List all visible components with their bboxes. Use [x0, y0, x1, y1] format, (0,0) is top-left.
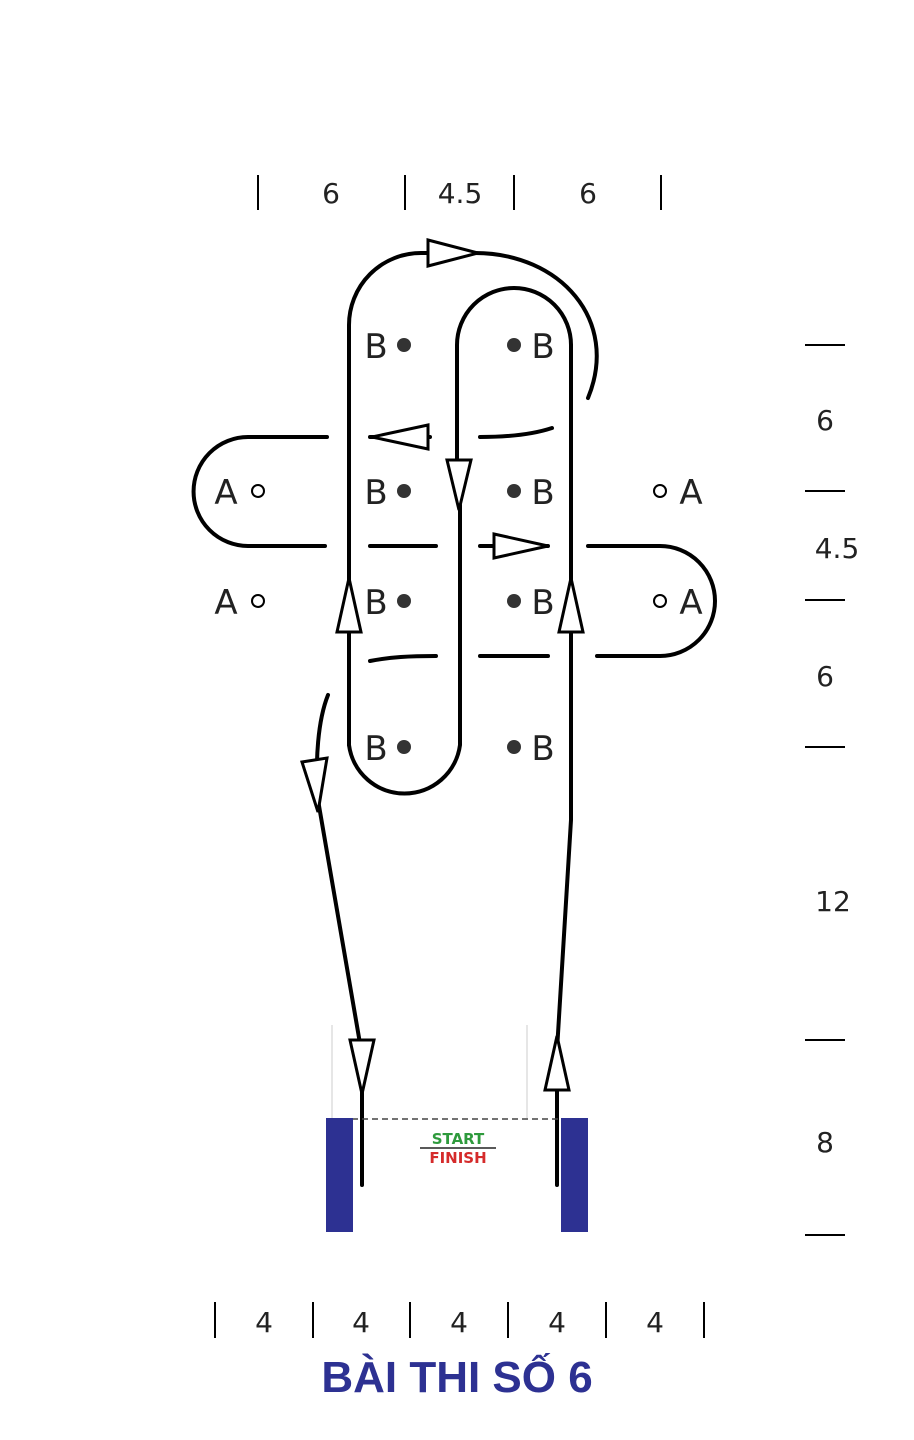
bottom-dim-1: 4: [255, 1306, 273, 1339]
hollow-circle-icon: [251, 484, 265, 498]
bottom-dimension-ticks: [214, 1302, 705, 1338]
b-label-left-4: B: [364, 729, 387, 769]
filled-dot-icon: [507, 594, 521, 608]
start-label: START: [432, 1130, 485, 1148]
bottom-dim-4: 4: [548, 1306, 566, 1339]
a-label-left-2: A: [214, 583, 237, 623]
a-cones: [251, 484, 667, 608]
right-dim-2: 4.5: [815, 532, 860, 565]
a-label-left-1: A: [214, 473, 237, 513]
arrow-down-finish-icon: [348, 1038, 376, 1095]
b-label-right-2: B: [531, 473, 554, 513]
top-dim-3: 6: [579, 177, 597, 210]
arrow-up-right-column-icon: [557, 577, 585, 634]
a-label-right-2: A: [679, 583, 702, 623]
right-dim-4: 12: [815, 885, 851, 918]
bottom-dim-2: 4: [352, 1306, 370, 1339]
b-cones: [397, 338, 521, 754]
bottom-dim-3: 4: [450, 1306, 468, 1339]
right-dimension-ticks: [805, 344, 845, 1236]
top-dim-1: 6: [322, 177, 340, 210]
course-path: [191, 251, 717, 1187]
gate-post-left: [326, 1118, 353, 1232]
right-dim-5: 8: [816, 1126, 834, 1159]
arrow-up-left-column-icon: [335, 577, 363, 634]
right-dim-3: 6: [816, 660, 834, 693]
filled-dot-icon: [507, 338, 521, 352]
finish-label: FINISH: [429, 1149, 486, 1167]
a-label-right-1: A: [679, 473, 702, 513]
gate-post-right: [561, 1118, 588, 1232]
b-label-right-4: B: [531, 729, 554, 769]
arrow-up-start-icon: [543, 1035, 571, 1092]
right-dim-1: 6: [816, 404, 834, 437]
hollow-circle-icon: [251, 594, 265, 608]
top-dimension-ticks: [257, 175, 662, 210]
filled-dot-icon: [397, 484, 411, 498]
top-dim-2: 4.5: [438, 177, 483, 210]
b-label-right-1: B: [531, 327, 554, 367]
arrow-down-inner-icon: [445, 458, 473, 511]
arrow-down-exit-icon: [300, 756, 329, 813]
b-label-left-1: B: [364, 327, 387, 367]
start-finish-gate: START FINISH: [326, 1025, 588, 1232]
bottom-dim-5: 4: [646, 1306, 664, 1339]
direction-arrows: [300, 238, 585, 1095]
filled-dot-icon: [397, 338, 411, 352]
arrow-top-right-icon: [426, 238, 484, 268]
hollow-circle-icon: [653, 484, 667, 498]
b-label-left-3: B: [364, 583, 387, 623]
filled-dot-icon: [397, 594, 411, 608]
filled-dot-icon: [397, 740, 411, 754]
arrow-right-middle-icon: [492, 532, 549, 560]
page-title: BÀI THI SỐ 6: [321, 1351, 592, 1402]
filled-dot-icon: [507, 740, 521, 754]
filled-dot-icon: [507, 484, 521, 498]
hollow-circle-icon: [653, 594, 667, 608]
b-label-right-3: B: [531, 583, 554, 623]
b-label-left-2: B: [364, 473, 387, 513]
arrow-left-upper-icon: [371, 423, 430, 451]
